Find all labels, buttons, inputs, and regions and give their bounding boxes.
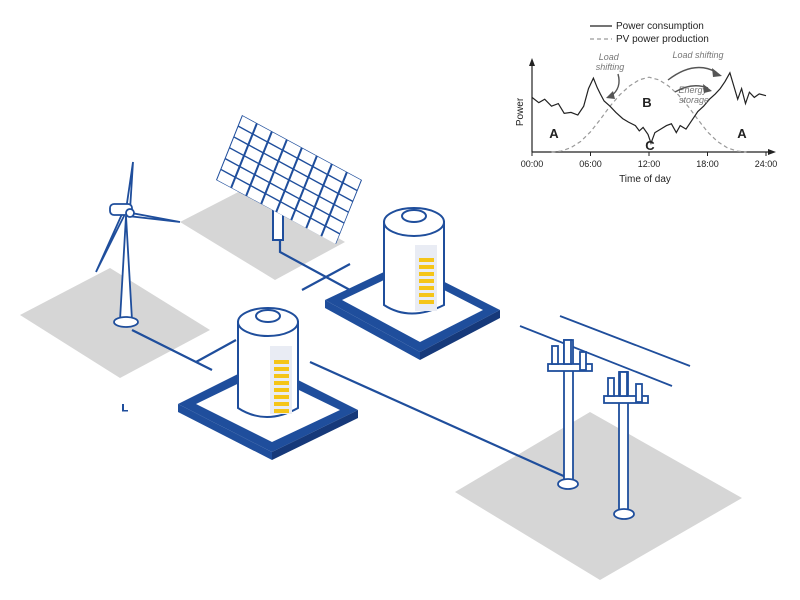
solar-cell	[251, 175, 269, 193]
x-tick-label: 18:00	[696, 159, 719, 169]
x-tick-label: 06:00	[579, 159, 602, 169]
solar-cell	[322, 227, 340, 244]
wind-turbine-icon	[95, 161, 181, 328]
region-label-c: C	[645, 138, 655, 153]
solar-cell	[238, 116, 256, 133]
region-label-b: B	[642, 95, 651, 110]
battery-charge-level	[274, 360, 289, 413]
solar-cell	[339, 183, 357, 201]
solar-cell	[255, 164, 273, 182]
solar-cell	[260, 154, 278, 171]
solar-cell	[277, 202, 295, 220]
solar-cell	[232, 178, 250, 196]
solar-cell	[264, 143, 282, 160]
solar-cell	[309, 167, 327, 185]
solar-cell	[320, 186, 338, 204]
x-tick-label: 12:00	[638, 159, 661, 169]
legend-pv-label: PV power production	[616, 34, 709, 45]
pole-ground	[455, 412, 742, 580]
turbine-connection-line	[131, 329, 213, 371]
grid-connection-line	[309, 360, 569, 480]
solar-panel-icon	[216, 115, 362, 244]
solar-cell	[221, 159, 239, 177]
annotation-load-shifting-left: Load shifting	[596, 52, 625, 72]
solar-cell	[290, 170, 308, 187]
battery-link-line-2	[195, 339, 237, 363]
load-profile-chart: Power consumption PV power production Po…	[515, 21, 777, 185]
solar-ground	[180, 186, 345, 280]
x-axis-label: Time of day	[619, 174, 671, 185]
solar-cell	[279, 151, 297, 169]
solar-cell	[283, 140, 301, 158]
solar-cell	[245, 145, 263, 163]
solar-cell	[313, 156, 331, 174]
solar-cell	[298, 148, 316, 166]
annotation-energy-storage: Energy storage	[678, 85, 709, 105]
solar-cell	[324, 175, 342, 193]
solar-cell	[275, 162, 293, 179]
solar-cell	[307, 219, 325, 236]
solar-cell	[292, 210, 310, 228]
battery-icon	[237, 307, 299, 418]
solar-cell	[300, 189, 318, 206]
power-pole-icon	[519, 315, 691, 520]
solar-cell	[270, 173, 288, 190]
region-label-a-left: A	[549, 126, 559, 141]
solar-cell	[249, 135, 267, 152]
y-axis-label: Power	[515, 97, 526, 126]
solar-cell	[311, 208, 329, 225]
solar-cell	[268, 132, 286, 150]
battery-station-front	[178, 307, 358, 460]
power-lines	[131, 238, 569, 480]
solar-cell	[315, 197, 333, 215]
solar-cell	[305, 178, 323, 196]
solar-cell	[335, 194, 353, 212]
battery-charge-level	[419, 258, 434, 304]
solar-cell	[343, 173, 361, 190]
solar-cell	[253, 124, 271, 141]
annotation-load-shifting-right: Load shifting	[672, 50, 723, 60]
solar-cell	[230, 137, 248, 155]
solar-cell	[236, 167, 254, 185]
solar-cell	[225, 148, 243, 166]
solar-cell	[234, 126, 252, 144]
x-tick-label: 24:00	[755, 159, 778, 169]
solar-cell	[247, 186, 265, 204]
solar-cell	[285, 181, 303, 198]
pv-production-series	[551, 76, 747, 153]
solar-cell	[294, 159, 312, 177]
battery-station-rear	[325, 207, 500, 360]
solar-cell	[326, 216, 344, 234]
solar-cell	[240, 156, 258, 174]
power-consumption-series	[531, 71, 767, 145]
legend-consumption-label: Power consumption	[616, 21, 704, 32]
solar-cell	[296, 200, 314, 217]
solar-cell	[217, 170, 235, 187]
solar-cell	[328, 164, 346, 182]
solar-cell	[262, 194, 280, 212]
x-tick-label: 00:00	[521, 159, 544, 169]
battery-icon	[383, 207, 445, 315]
battery-link-line	[301, 263, 351, 291]
solar-cell	[281, 191, 299, 209]
solar-cell	[266, 183, 284, 201]
solar-cell	[330, 205, 348, 223]
region-label-a-right: A	[737, 126, 747, 141]
